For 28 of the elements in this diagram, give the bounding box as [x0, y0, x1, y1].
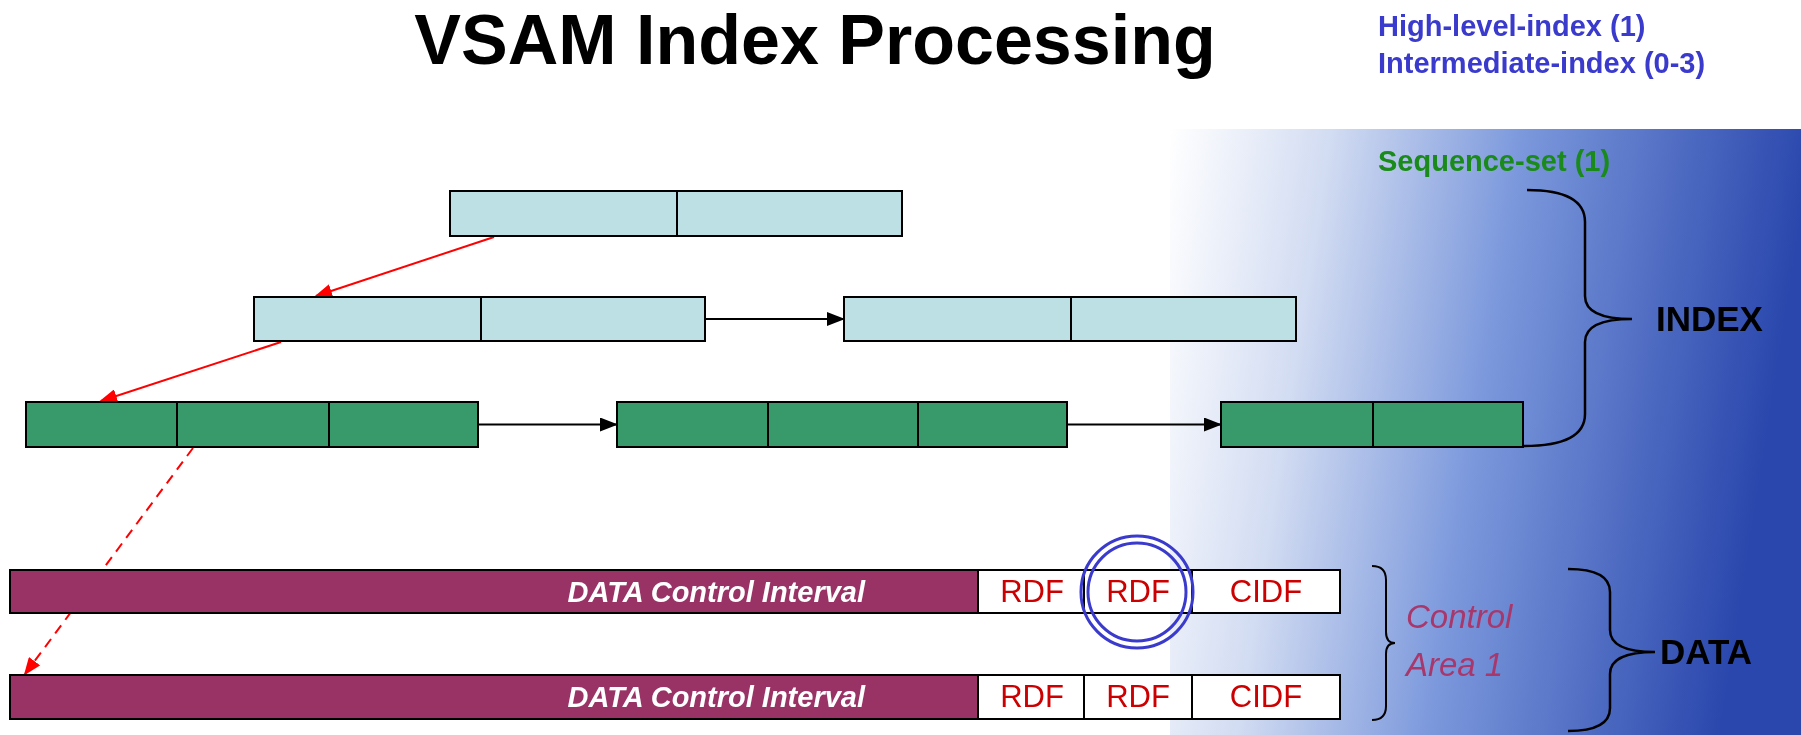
title: VSAM Index Processing: [414, 0, 1216, 80]
level-note: Intermediate-index (0-3): [1378, 46, 1706, 81]
sequence-set-box: [616, 401, 1068, 448]
arrow: [99, 341, 282, 403]
arrow: [314, 236, 495, 298]
record-field: RDF: [977, 571, 1085, 612]
arrow: [1067, 417, 1222, 432]
arrow: [478, 417, 618, 432]
record-field: CIDF: [1191, 571, 1339, 612]
interval-label: DATA Control Interval: [567, 575, 865, 608]
brace-label: DATA: [1660, 631, 1752, 673]
arrow: [705, 312, 845, 326]
record-field: RDF: [977, 676, 1085, 718]
control-interval-bar: [9, 674, 1341, 720]
index-record-box: [449, 190, 903, 237]
brace-label: Control Area 1: [1406, 597, 1514, 685]
record-field: RDF: [1083, 571, 1191, 612]
control-interval-bar: [9, 569, 1341, 614]
brace-label: INDEX: [1656, 298, 1763, 340]
interval-label: DATA Control Interval: [567, 680, 865, 714]
record-field: CIDF: [1191, 676, 1339, 718]
sequence-set-box: [25, 401, 479, 448]
record-field: RDF: [1083, 676, 1191, 718]
index-record-box: [843, 296, 1297, 342]
index-record-box: [253, 296, 706, 342]
level-note: High-level-index (1): [1378, 9, 1646, 44]
level-note: Sequence-set (1): [1378, 144, 1611, 179]
sequence-set-box: [1220, 401, 1524, 448]
